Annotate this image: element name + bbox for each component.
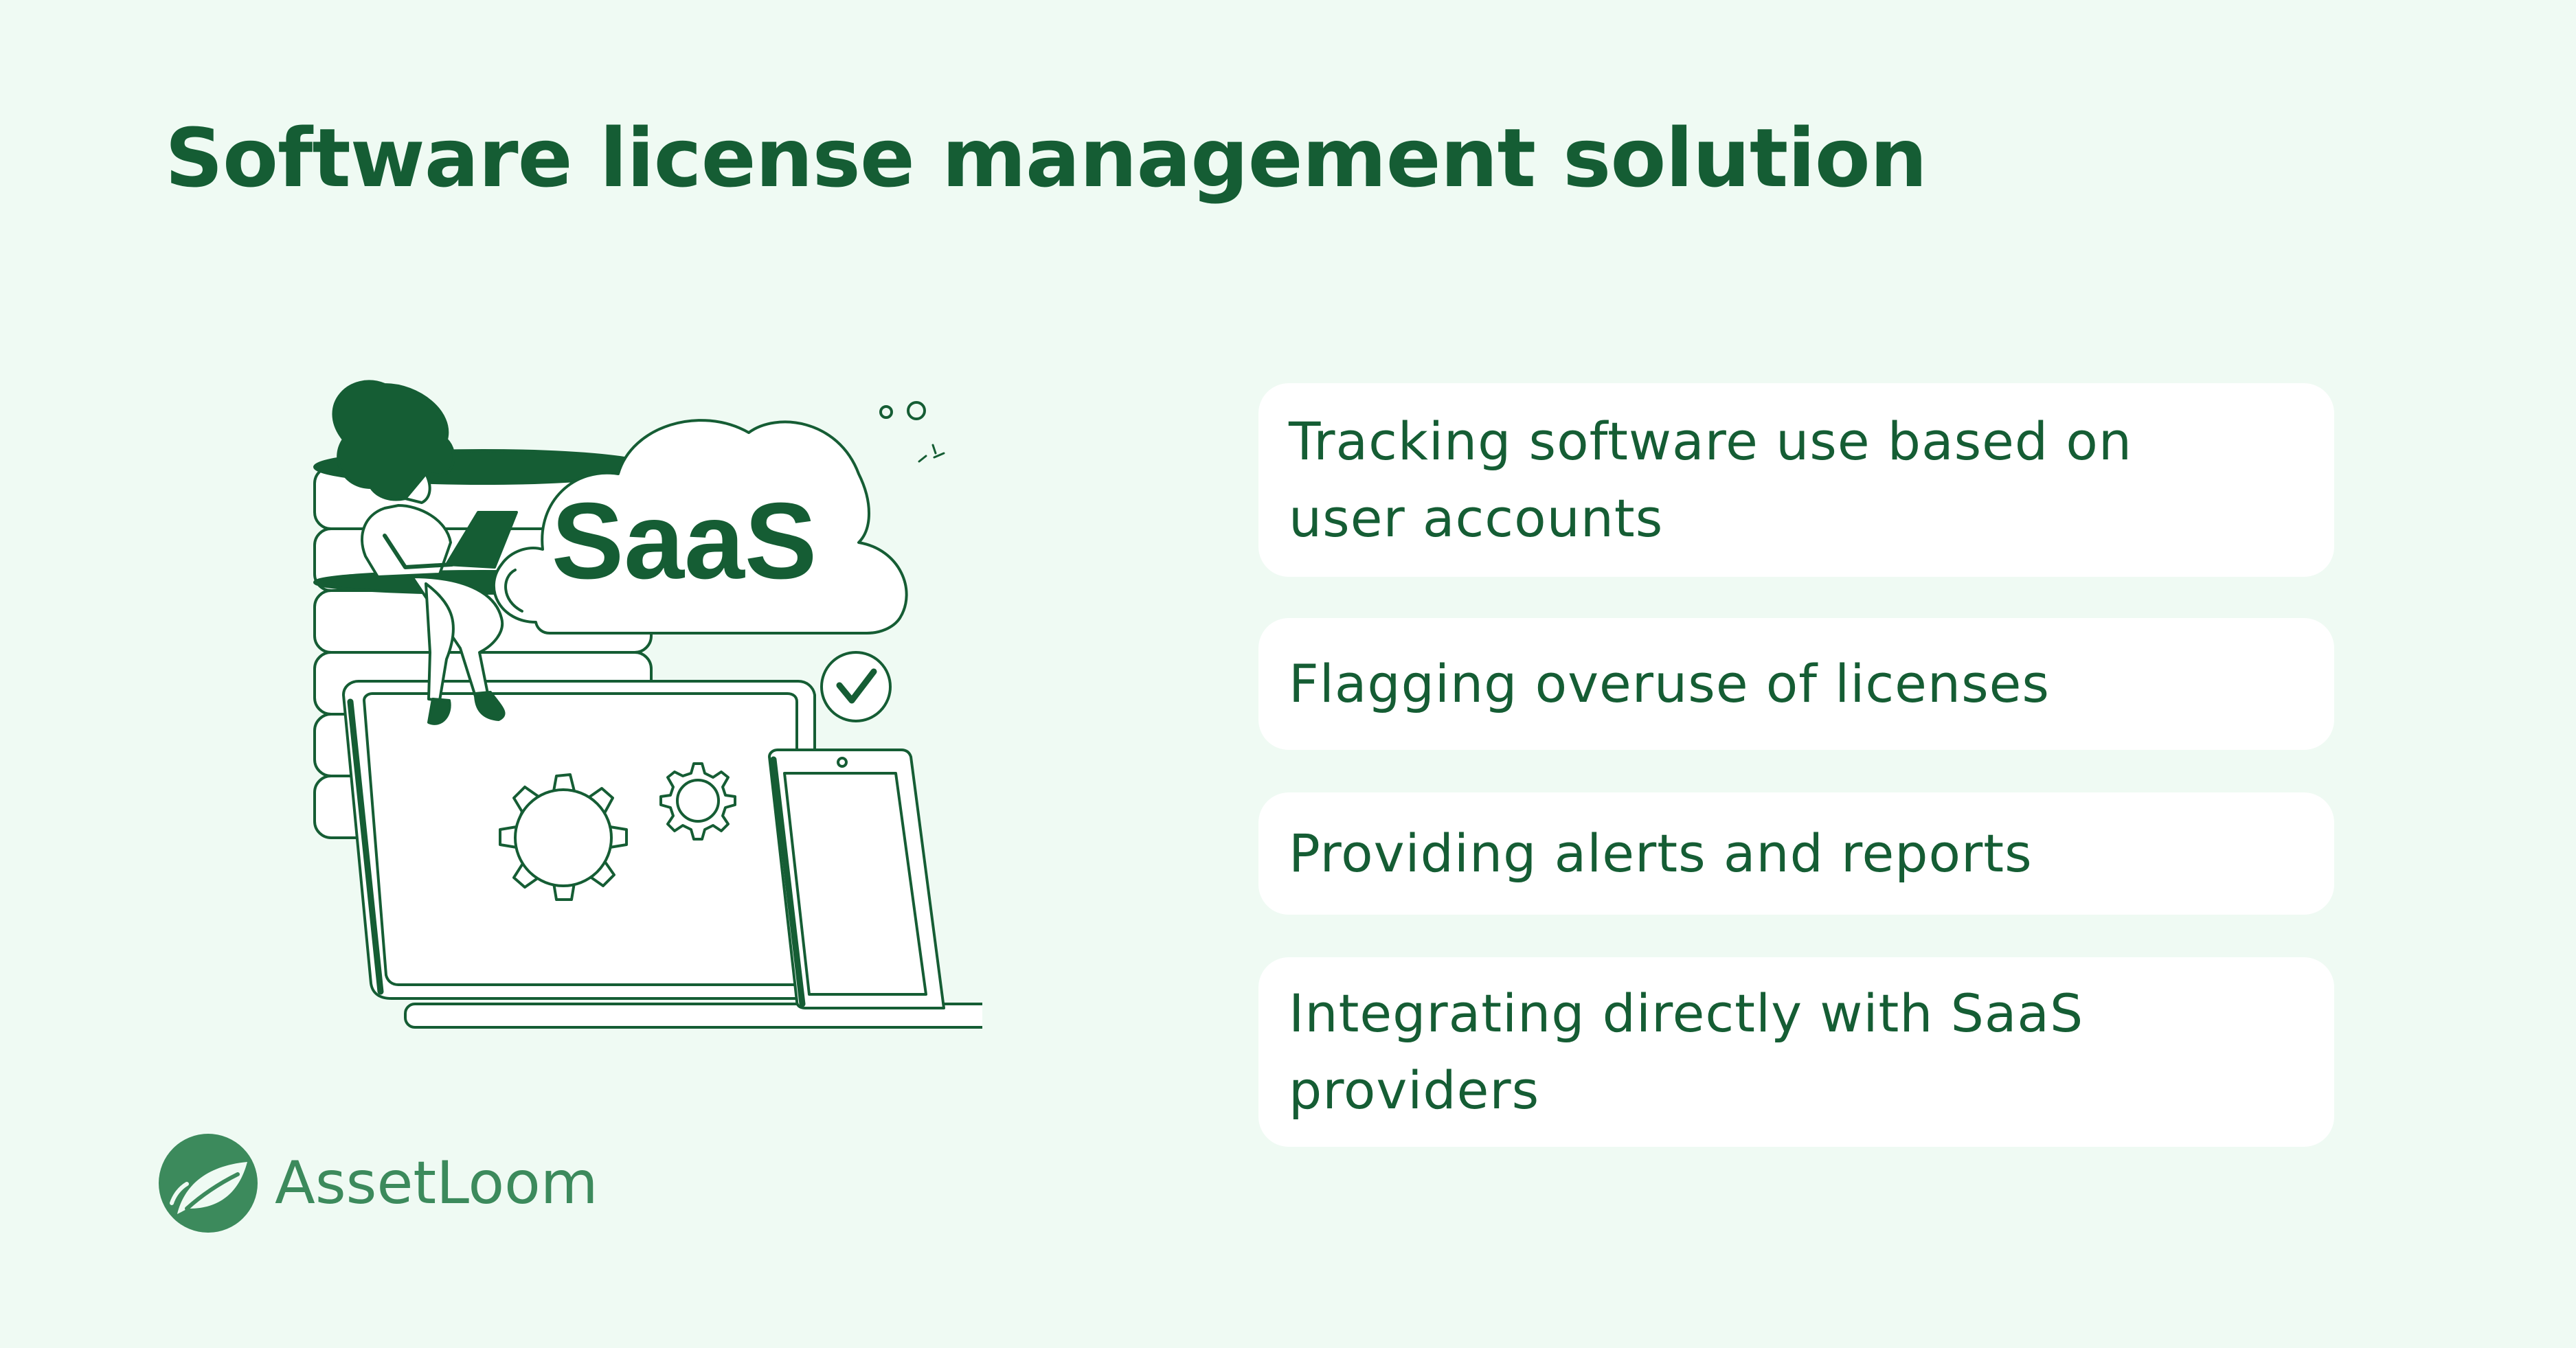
feature-list: Tracking software use based on user acco… xyxy=(1258,0,2334,1348)
cloud-label: SaaS xyxy=(552,481,817,602)
feature-card: Flagging overuse of licenses xyxy=(1258,618,2334,750)
feature-text: Providing alerts and reports xyxy=(1289,815,2033,892)
feature-card: Tracking software use based on user acco… xyxy=(1258,383,2334,577)
feature-line: Tracking software use based on xyxy=(1289,411,2133,472)
checkmark-icon xyxy=(820,651,892,722)
page-title: Software license management solution xyxy=(165,111,1928,205)
feature-line: Providing alerts and reports xyxy=(1289,823,2033,884)
feature-text: Tracking software use based on user acco… xyxy=(1289,403,2132,557)
leaf-logo-icon xyxy=(159,1134,258,1233)
feature-line: Integrating directly with SaaS xyxy=(1289,983,2084,1044)
brand: AssetLoom xyxy=(157,1132,598,1235)
feature-card: Providing alerts and reports xyxy=(1258,792,2334,915)
feature-line: providers xyxy=(1289,1060,1540,1121)
feature-text: Integrating directly with SaaS providers xyxy=(1289,975,2083,1129)
feature-card: Integrating directly with SaaS providers xyxy=(1258,957,2334,1147)
gear-icon xyxy=(499,762,736,901)
feature-line: user accounts xyxy=(1289,488,1664,549)
brand-name: AssetLoom xyxy=(275,1149,598,1218)
feature-text: Flagging overuse of licenses xyxy=(1289,646,2050,722)
saas-illustration: SaaS xyxy=(313,380,982,1029)
tablet-icon xyxy=(768,749,945,1009)
feature-line: Flagging overuse of licenses xyxy=(1289,653,2050,714)
woman-with-laptop-icon xyxy=(332,380,518,725)
cloud-icon: SaaS xyxy=(493,419,908,635)
